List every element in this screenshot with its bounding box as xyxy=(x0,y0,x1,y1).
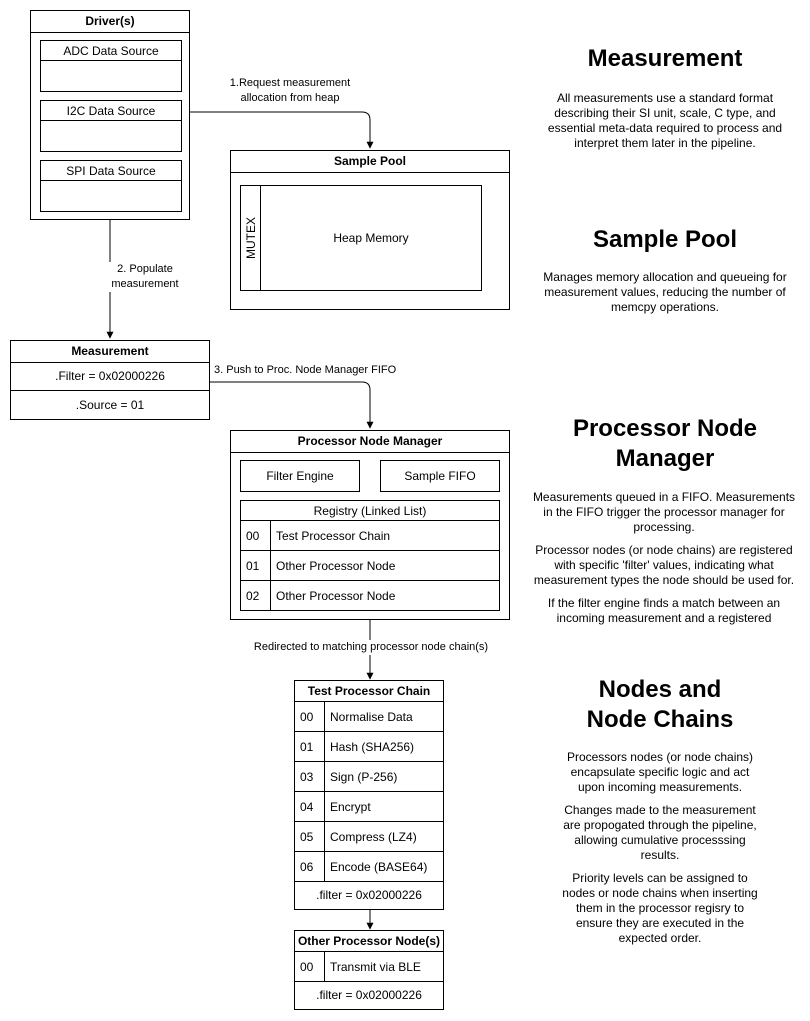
chain-row-label: Hash (SHA256) xyxy=(330,739,415,754)
sample-pool-heading: Sample Pool xyxy=(592,226,738,253)
heap-memory-box: MUTEX Heap Memory xyxy=(240,185,482,291)
adc-source-label: ADC Data Source xyxy=(41,41,181,61)
sample-pool-description: Manages memory allocation and queueing f… xyxy=(535,270,795,323)
chain-row-num: 03 xyxy=(295,762,325,791)
nodes-heading: Nodes and Node Chains xyxy=(540,675,780,735)
chain-row-num: 06 xyxy=(295,852,325,881)
step1-label-line2: allocation from heap xyxy=(240,92,340,104)
pnm-description-text-3: If the filter engine finds a match betwe… xyxy=(547,596,781,625)
heap-memory-label: Heap Memory xyxy=(333,231,409,245)
test-chain-title: Test Processor Chain xyxy=(295,681,443,703)
chain-row-num: 05 xyxy=(295,822,325,851)
registry-row: 01 Other Processor Node xyxy=(240,550,500,581)
mutex-bar: MUTEX xyxy=(241,186,261,290)
chain-row-label: Encode (BASE64) xyxy=(330,859,428,874)
registry-row-num: 00 xyxy=(241,521,271,550)
measurement-source: .Source = 01 xyxy=(75,398,145,412)
measurement-description-text: All measurements use a standard format d… xyxy=(547,91,783,150)
sample-pool-box: Sample Pool MUTEX Heap Memory xyxy=(230,150,510,310)
measurement-box: Measurement .Filter = 0x02000226 .Source… xyxy=(10,340,210,420)
pnm-heading-line1: Processor Node xyxy=(572,415,758,442)
measurement-description: All measurements use a standard format d… xyxy=(535,91,795,159)
step1-label-line1: 1.Request measurement xyxy=(229,77,351,89)
i2c-source-box: I2C Data Source xyxy=(40,100,182,152)
nodes-description-text-3: Priority levels can be assigned to nodes… xyxy=(562,871,758,945)
sample-pool-title: Sample Pool xyxy=(231,151,509,173)
chain-row-num: 04 xyxy=(295,792,325,821)
pnm-heading: Processor Node Manager xyxy=(540,414,790,474)
registry-row-num: 02 xyxy=(241,581,271,610)
registry-row: 02 Other Processor Node xyxy=(240,580,500,611)
pnm-description-text-2: Processor nodes (or node chains) are reg… xyxy=(533,543,795,587)
chain-row: 05 Compress (LZ4) xyxy=(294,821,444,852)
pnm-box: Processor Node Manager Filter Engine Sam… xyxy=(230,430,510,620)
nodes-description-text-2: Changes made to the measurement are prop… xyxy=(563,803,757,862)
sample-fifo-box: Sample FIFO xyxy=(380,460,500,492)
arrow-push-fifo xyxy=(210,381,374,429)
filter-engine-box: Filter Engine xyxy=(240,460,360,492)
measurement-title: Measurement xyxy=(11,341,209,363)
chain-row-label: Normalise Data xyxy=(330,709,413,724)
nodes-heading-line2: Node Chains xyxy=(586,706,734,733)
registry-row-label: Other Processor Node xyxy=(276,558,396,573)
step3-label: 3. Push to Proc. Node Manager FIFO xyxy=(214,363,397,378)
measurement-filter: .Filter = 0x02000226 xyxy=(11,362,209,391)
i2c-source-label: I2C Data Source xyxy=(41,101,181,121)
chain-row: 06 Encode (BASE64) xyxy=(294,851,444,882)
chain-row: 04 Encrypt xyxy=(294,791,444,822)
step1-label: 1.Request measurement allocation from he… xyxy=(215,76,365,106)
step2-label-line1: 2. Populate xyxy=(117,263,173,275)
spi-source-box: SPI Data Source xyxy=(40,160,182,212)
other-node-box: Other Processor Node(s) 00 Transmit via … xyxy=(294,930,444,1010)
drivers-box: Driver(s) ADC Data Source I2C Data Sourc… xyxy=(30,10,190,220)
registry-row-label: Other Processor Node xyxy=(276,588,396,603)
measurement-heading: Measurement xyxy=(587,45,743,72)
nodes-heading-line1: Nodes and xyxy=(598,676,722,703)
drivers-title: Driver(s) xyxy=(31,11,189,33)
pnm-heading-line2: Manager xyxy=(615,445,715,472)
chain-row-num: 00 xyxy=(295,702,325,731)
chain-row-label: Sign (P-256) xyxy=(330,769,398,784)
step2-label-line2: measurement xyxy=(111,278,179,290)
mutex-label: MUTEX xyxy=(243,217,258,259)
arrow-request-allocation xyxy=(190,111,374,149)
chain-row-label: Compress (LZ4) xyxy=(330,829,417,844)
chain-row: 01 Hash (SHA256) xyxy=(294,731,444,762)
step2-label: 2. Populate measurement xyxy=(105,262,185,292)
registry-title: Registry (Linked List) xyxy=(240,500,500,521)
nodes-description: Processors nodes (or node chains) encaps… xyxy=(560,750,760,954)
test-chain-filter: .filter = 0x02000226 xyxy=(316,888,422,902)
chain-row-num: 01 xyxy=(295,732,325,761)
adc-source-box: ADC Data Source xyxy=(40,40,182,92)
registry-row-label: Test Processor Chain xyxy=(276,528,391,543)
other-node-title: Other Processor Node(s) xyxy=(295,931,443,953)
sample-pool-description-text: Manages memory allocation and queueing f… xyxy=(543,270,787,314)
pnm-description-text-1: Measurements queued in a FIFO. Measureme… xyxy=(532,490,796,534)
test-chain-box: Test Processor Chain 00 Normalise Data 0… xyxy=(294,680,444,910)
nodes-description-text-1: Processors nodes (or node chains) encaps… xyxy=(566,750,754,794)
pnm-title: Processor Node Manager xyxy=(231,431,509,453)
redirect-label: Redirected to matching processor node ch… xyxy=(240,640,502,655)
pnm-description: Measurements queued in a FIFO. Measureme… xyxy=(528,490,800,634)
other-node-row-num: 00 xyxy=(295,952,325,981)
other-node-filter: .filter = 0x02000226 xyxy=(316,988,422,1002)
spi-source-label: SPI Data Source xyxy=(41,161,181,181)
other-node-row: 00 Transmit via BLE xyxy=(294,951,444,982)
chain-row: 00 Normalise Data xyxy=(294,701,444,732)
chain-row-label: Encrypt xyxy=(330,799,371,814)
registry-row: 00 Test Processor Chain xyxy=(240,520,500,551)
chain-row: 03 Sign (P-256) xyxy=(294,761,444,792)
other-node-row-label: Transmit via BLE xyxy=(330,959,421,974)
registry-row-num: 01 xyxy=(241,551,271,580)
